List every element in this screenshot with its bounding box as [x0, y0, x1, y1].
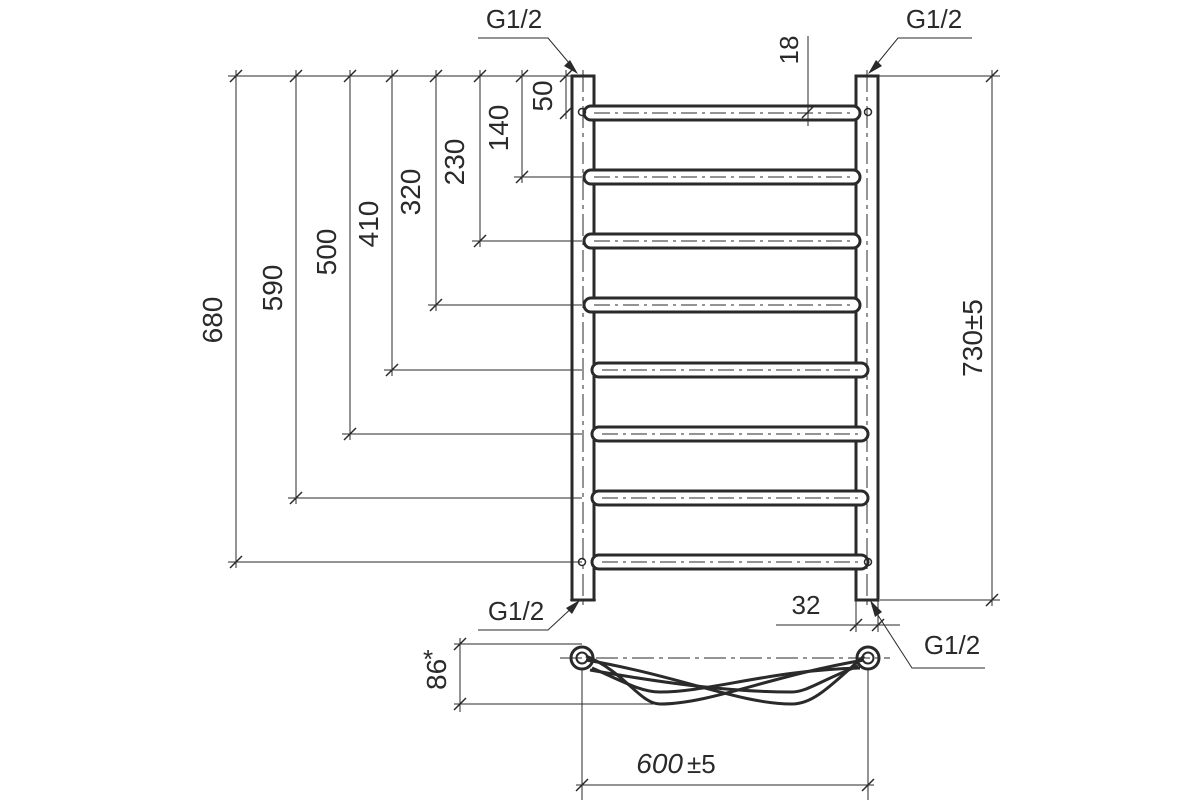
rung-8	[590, 553, 870, 571]
rung-3	[582, 232, 862, 250]
width-value: 600	[636, 748, 683, 779]
top-left-outlet	[577, 107, 587, 117]
rung-offset-dim-410: 410	[353, 69, 582, 377]
bottom-right-outlet	[863, 557, 873, 567]
crossed-rung-outer	[585, 654, 865, 706]
collector-gap-label: 18	[774, 36, 804, 65]
crossed-rung-back-inner	[589, 664, 859, 694]
rung-offset-dim-320: 320	[395, 69, 582, 312]
crossed-rung-back	[585, 654, 866, 706]
width-label: 600±5	[636, 748, 715, 779]
thread-label-top-left: G1/2	[486, 4, 542, 34]
rung-offset-dim-140: 140	[483, 69, 582, 184]
crossed-rung-outer-inner	[591, 666, 861, 694]
rung-offset-label: 230	[439, 139, 470, 186]
depth-dimension: 86 *	[421, 637, 660, 712]
thread-callouts: G1/2 G1/2 G1/2 G1/2	[478, 4, 985, 669]
rung-offset-label: 680	[197, 297, 228, 344]
rung-offset-dim-500: 500	[311, 69, 582, 441]
collector-diameter-label: 32	[792, 590, 821, 620]
width-dimension: 600±5	[575, 668, 875, 800]
rung-offset-dim-590: 590	[257, 69, 582, 505]
rung-offset-dim-230: 230	[439, 69, 582, 248]
depth-mark: *	[423, 644, 433, 674]
front-view	[570, 70, 880, 606]
plan-view	[560, 645, 890, 706]
rungs	[582, 104, 870, 571]
rung-offset-label: 590	[257, 265, 288, 312]
rung-offset-dim-680: 680	[197, 69, 582, 569]
rung-offset-dim-50: 50	[527, 69, 573, 120]
rung-offset-label: 500	[311, 229, 342, 276]
rung-offset-label: 410	[353, 201, 384, 248]
rung-offset-label: 320	[395, 169, 426, 216]
width-tolerance: ±5	[687, 749, 716, 779]
collector-diameter-dimension: 32	[776, 590, 900, 632]
thread-label-bottom-right: G1/2	[924, 630, 980, 660]
overall-height-dimension: 730±5	[880, 69, 1000, 607]
collector-gap-dimension: 18	[774, 36, 815, 126]
rung-4	[582, 296, 862, 314]
thread-label-top-right: G1/2	[906, 4, 962, 34]
top-right-outlet	[863, 107, 873, 117]
rung-5	[590, 361, 870, 379]
thread-label-bottom-left: G1/2	[488, 596, 544, 626]
overall-height-label: 730±5	[957, 299, 988, 377]
rung-7	[590, 489, 870, 507]
rung-offset-dimensions: 680 590 500 410 320 230 140 50	[197, 69, 582, 569]
rung-2	[582, 168, 862, 186]
rung-1	[582, 104, 862, 122]
rung-6	[590, 425, 870, 443]
rung-offset-label: 50	[527, 80, 558, 111]
rung-offset-label: 140	[483, 105, 514, 152]
depth-label: 86	[421, 659, 452, 690]
